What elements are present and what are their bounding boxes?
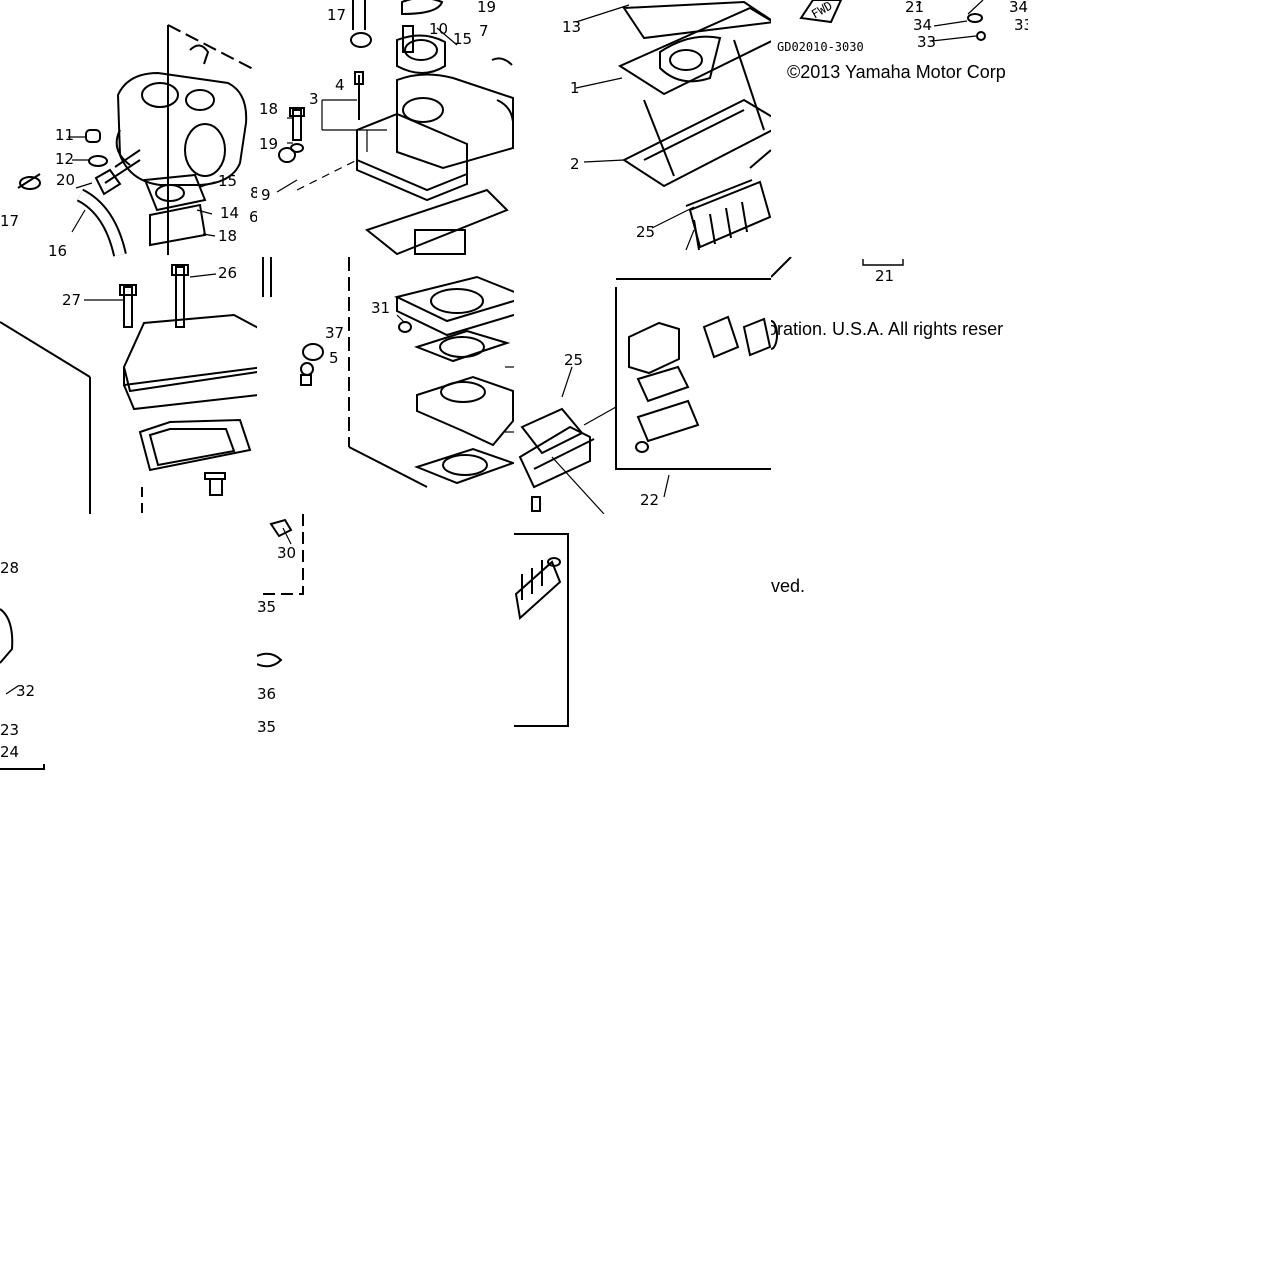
part-label: 3	[309, 90, 319, 108]
part-label: 26	[218, 264, 238, 282]
diagram-tile-airbox-lower: 8 6 29 28 32 23 24	[0, 514, 257, 771]
part-label: 15	[453, 30, 473, 48]
copyright-drawing	[771, 257, 1028, 514]
part-label: 27	[62, 291, 82, 309]
part-label: 10	[429, 20, 449, 38]
copyright-text: oration. U.S.A. All rights reser	[771, 319, 1004, 339]
part-label: 18	[259, 100, 279, 118]
gaskets-drawing	[257, 257, 514, 514]
part-label: 24	[0, 743, 20, 761]
part-label: 8	[250, 184, 257, 202]
reed-inset-drawing	[514, 514, 771, 771]
part-label: 19	[259, 135, 279, 153]
part-label: 21	[905, 0, 925, 16]
part-label: 32	[16, 682, 36, 700]
part-label: 19	[477, 0, 497, 16]
part-label: 21	[875, 267, 895, 285]
part-label: 13	[562, 18, 582, 36]
diagram-tile-reed-valve: 25 22	[514, 257, 771, 514]
airbox-lower-drawing	[0, 514, 257, 771]
part-label: 35	[257, 718, 277, 736]
part-label: 36	[257, 685, 277, 703]
part-label: 15	[218, 172, 238, 190]
diagram-tile-corner: FWD 21 34 33 34 33 GD02010-3030 ©2013 Ya…	[771, 0, 1028, 257]
reed-valve-drawing	[514, 257, 771, 514]
part-label: 12	[55, 150, 75, 168]
part-label: 25	[564, 351, 584, 369]
carburetor-drawing	[0, 0, 257, 257]
diagram-tile-gaskets: 31 37 5	[257, 257, 514, 514]
diagram-tile-reed-housing: 13 1 2 25	[514, 0, 771, 257]
reed-housing-drawing	[514, 0, 771, 257]
part-label: 17	[0, 212, 20, 230]
part-label: 33	[1014, 16, 1028, 34]
part-label: 16	[48, 242, 68, 258]
part-label: 4	[335, 76, 345, 94]
part-label: 5	[329, 349, 339, 367]
part-label: 11	[55, 126, 75, 144]
part-label: 35	[257, 598, 277, 616]
part-label: 33	[917, 33, 937, 51]
part-label: 34	[1009, 0, 1028, 16]
part-label: 2	[570, 155, 580, 173]
diagram-tile-manifold: 17 10 15 19 7 3 4 18 19 9	[257, 0, 514, 257]
drawing-code: GD02010-3030	[777, 40, 864, 54]
fasteners-drawing	[257, 514, 514, 771]
part-label: 37	[325, 324, 345, 342]
part-label: 31	[371, 299, 391, 317]
part-label: 1	[570, 79, 580, 97]
diagram-tile-copyright-end: ved.	[771, 514, 1028, 771]
part-label: 7	[479, 22, 489, 40]
part-label: 14	[220, 204, 240, 222]
copyright-text: ved.	[771, 576, 806, 596]
part-label: 23	[0, 721, 20, 739]
part-label: 28	[0, 559, 20, 577]
copyright-text: ©2013 Yamaha Motor Corp	[787, 62, 1006, 82]
corner-drawing	[771, 0, 1028, 257]
diagram-tile-copyright: 21 oration. U.S.A. All rights reser	[771, 257, 1028, 514]
part-label: 30	[277, 544, 297, 562]
part-label: 34	[913, 16, 933, 34]
part-label: 20	[56, 171, 76, 189]
part-label: 17	[327, 6, 347, 24]
airbox-drawing	[0, 257, 257, 514]
diagram-tile-fasteners: 30 35 36 35	[257, 514, 514, 771]
part-label: 6	[249, 208, 257, 226]
part-label: 25	[636, 223, 656, 241]
manifold-drawing	[257, 0, 514, 257]
diagram-tile-airbox: 27 26	[0, 257, 257, 514]
part-label: 22	[640, 491, 660, 509]
diagram-tile-reed-inset	[514, 514, 771, 771]
diagram-tile-carburetor: 17 11 12 20 16 15 14 18 6 8	[0, 0, 257, 257]
part-label: 9	[261, 186, 271, 204]
part-label: 18	[218, 227, 238, 245]
